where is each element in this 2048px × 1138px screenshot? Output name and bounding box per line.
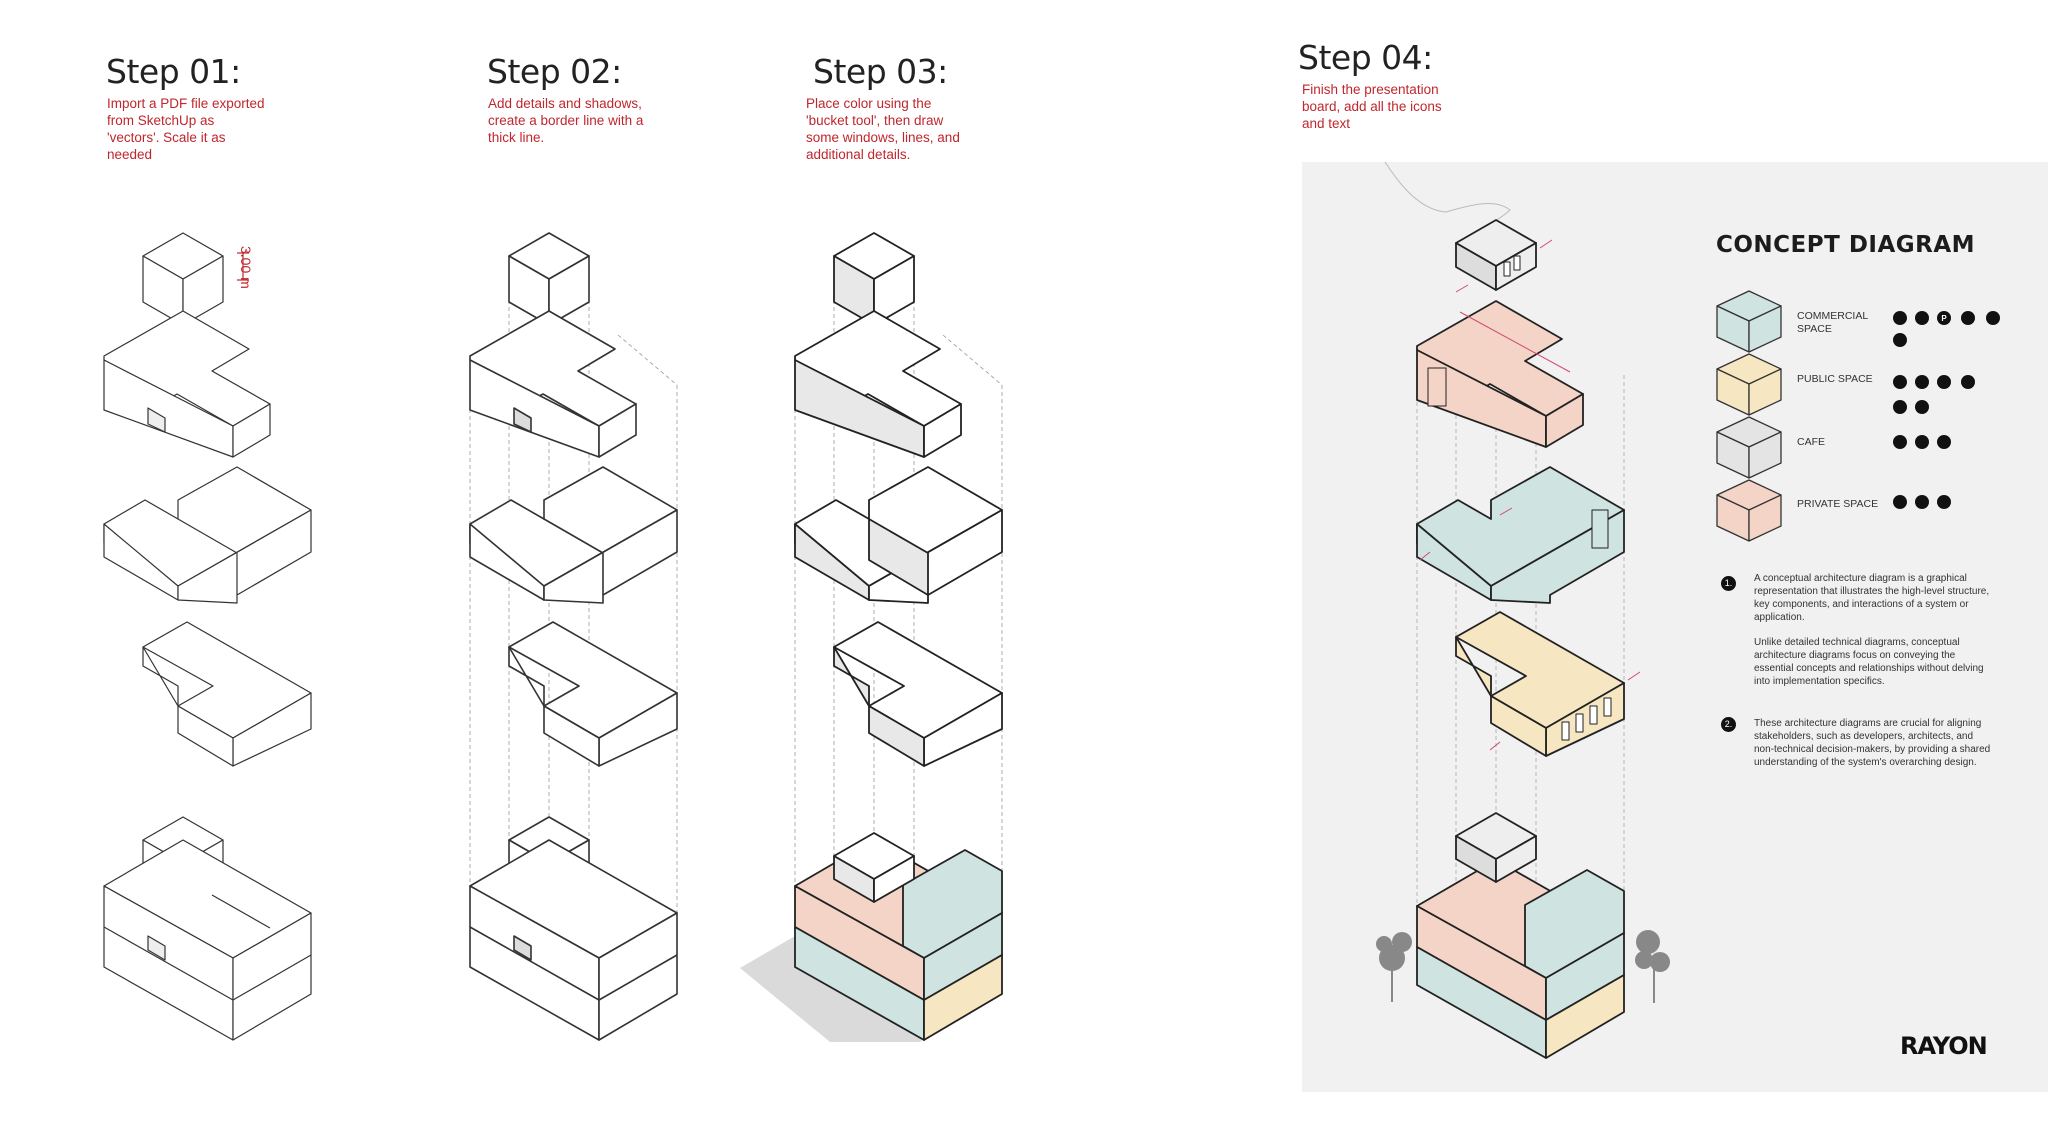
cup-icon [1893, 435, 1907, 449]
legend-icons [1893, 311, 2000, 509]
step-03-assembled [794, 832, 1003, 1041]
legend-swatch-cafe [1716, 416, 1782, 479]
step-01-title: Step 01: [106, 52, 241, 91]
chat-icon [1893, 400, 1907, 414]
coffee-icon [1915, 311, 1929, 325]
note-1-text: A conceptual architecture diagram is a g… [1754, 573, 1990, 687]
sun-icon [1937, 435, 1951, 449]
home-icon [1915, 495, 1929, 509]
note-1-badge: 1. [1721, 576, 1736, 591]
walk-icon [1961, 375, 1975, 389]
note-2-badge: 2. [1721, 717, 1736, 732]
bed-icon [1893, 333, 1907, 347]
train-icon [1986, 311, 2000, 325]
leaf-icon [1915, 435, 1929, 449]
legend-swatch-public [1716, 353, 1782, 416]
svg-text:P: P [1941, 314, 1947, 323]
step-01-drawing [103, 232, 312, 1041]
step-04-title: Step 04: [1298, 38, 1433, 77]
parking-icon [1937, 311, 1951, 325]
tree-icons [1376, 930, 1670, 1003]
food-icon [1893, 311, 1907, 325]
legend-label-cafe: CAFE [1797, 436, 1826, 448]
step-01-private-block [103, 310, 271, 458]
note-2-text: These architecture diagrams are crucial … [1754, 718, 1991, 768]
concept-diagram-title: CONCEPT DIAGRAM [1716, 232, 1976, 258]
tree-icon [1937, 375, 1951, 389]
step-03-drawing [740, 232, 1003, 1042]
step-02-drawing [469, 232, 678, 1041]
rayon-logo: RAYON [1900, 1032, 1988, 1060]
car-icon [1937, 495, 1951, 509]
step-03-description: Place color using the'bucket tool', then… [806, 96, 960, 162]
legend-swatch-private [1716, 479, 1782, 542]
person-icon [1893, 495, 1907, 509]
bike-icon [1893, 375, 1907, 389]
legend-label-public: PUBLIC SPACE [1797, 373, 1873, 385]
step-03-title: Step 03: [813, 52, 948, 91]
step-01-commercial-block [103, 466, 312, 604]
step-04-assembled [1416, 812, 1625, 1059]
legend-label-private: PRIVATE SPACE [1797, 498, 1879, 510]
legend-swatches [1716, 290, 1782, 542]
legend-swatch-commercial [1716, 290, 1782, 353]
step-01-public-block [142, 621, 312, 767]
step-02-title: Step 02: [487, 52, 622, 91]
bench-icon [1915, 400, 1929, 414]
bus-icon [1915, 375, 1929, 389]
shop-icon [1961, 311, 1975, 325]
step-04-drawing [1376, 161, 1670, 1059]
step-01-assembled [103, 816, 312, 1041]
step-02-description: Add details and shadows,create a border … [488, 96, 644, 145]
